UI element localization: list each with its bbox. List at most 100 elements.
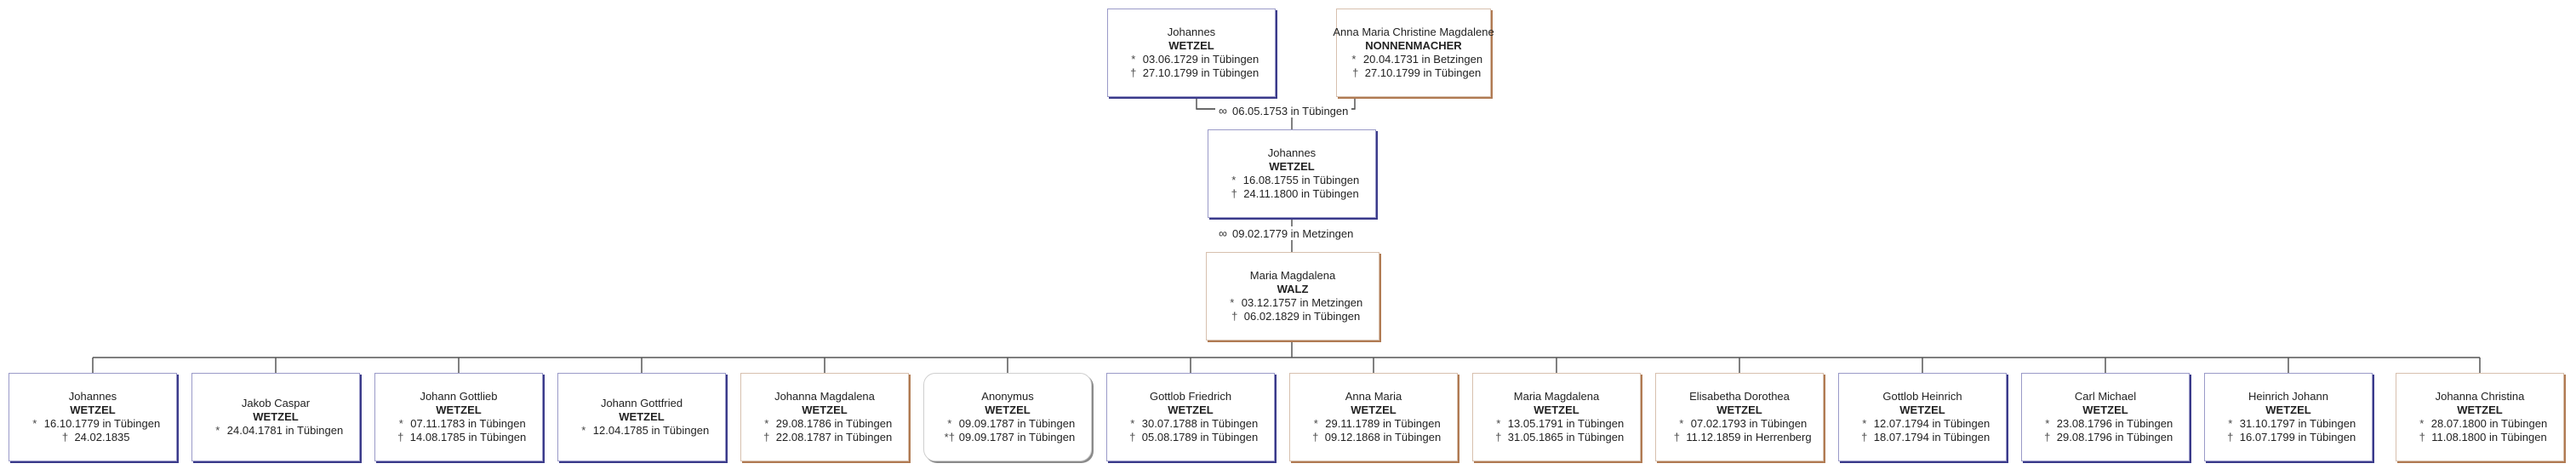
- birth-line: * 12.07.1794 in Tübingen: [1855, 417, 1990, 431]
- parents-marriage-label: ∞ 09.02.1779 in Metzingen: [1215, 226, 1357, 240]
- death-date: 24.02.1835: [74, 431, 130, 444]
- person-card-mother[interactable]: Maria Magdalena WALZ *03.12.1757 in Metz…: [1206, 252, 1379, 341]
- surname: WETZEL: [1168, 403, 1214, 416]
- person-card-child[interactable]: Johanna Christina WETZEL * 28.07.1800 in …: [2396, 373, 2564, 461]
- person-card-child[interactable]: Johannes WETZEL *16.10.1779 in Tübingen …: [9, 373, 177, 461]
- death-icon: †: [397, 431, 404, 444]
- person-card-child[interactable]: Heinrich Johann WETZEL *31.10.1797 in Tü…: [2204, 373, 2373, 461]
- death-icon: †: [1231, 187, 1237, 200]
- birth-icon: *: [32, 417, 37, 430]
- given-name: Johann Gottlieb: [420, 390, 498, 403]
- death-line: †18.07.1794 in Tübingen: [1855, 431, 1990, 444]
- death-line: †29.08.1796 in Tübingen: [2038, 431, 2173, 444]
- person-card-child[interactable]: Johanna Magdalena WETZEL * 29.08.1786 in …: [740, 373, 909, 461]
- birth-date: 09.09.1787 in Tübingen: [958, 417, 1076, 430]
- surname: WETZEL: [253, 410, 299, 423]
- death-date: 22.08.1787 in Tübingen: [775, 431, 893, 444]
- grandparents-marriage-label: ∞ 06.05.1753 in Tübingen: [1215, 104, 1352, 117]
- given-name: Maria Magdalena: [1513, 390, 1600, 403]
- surname: WETZEL: [70, 403, 116, 416]
- birth-date: 20.04.1731 in Betzingen: [1362, 53, 1483, 66]
- given-name: Anna Maria Christine Magdalene: [1333, 26, 1494, 38]
- marriage-date: 06.05.1753 in Tübingen: [1231, 104, 1349, 117]
- surname: WETZEL: [1716, 403, 1762, 416]
- birth-icon: *: [1862, 417, 1867, 430]
- surname: WETZEL: [802, 403, 848, 416]
- given-name: Johann Gottfried: [600, 397, 683, 409]
- person-card-grandmother[interactable]: Anna Maria Christine Magdalene NONNENMAC…: [1333, 9, 1494, 97]
- birth-icon: *: [1351, 53, 1357, 66]
- birth-line: * 28.07.1800 in Tübingen: [2413, 417, 2547, 431]
- surname: WETZEL: [2457, 403, 2503, 416]
- birth-icon: *: [2419, 417, 2425, 430]
- given-name: Johannes: [1167, 26, 1216, 38]
- person-card-child[interactable]: Jakob Caspar WETZEL * 24.04.1781 in Tübin…: [191, 373, 360, 461]
- birth-line: *31.10.1797 in Tübingen: [2221, 417, 2356, 431]
- person-card-child[interactable]: Carl Michael WETZEL *23.08.1796 in Tübin…: [2021, 373, 2190, 461]
- birth-date: 29.11.1789 in Tübingen: [1325, 417, 1441, 430]
- given-name: Johanna Christina: [2435, 390, 2525, 403]
- person-card-child[interactable]: Elisabetha Dorothea WETZEL *07.02.1793 i…: [1655, 373, 1824, 461]
- surname: WETZEL: [1269, 160, 1315, 173]
- death-icon: †: [1861, 431, 1868, 444]
- person-card-child[interactable]: Maria Magdalena WETZEL *13.05.1791 in Tü…: [1472, 373, 1641, 461]
- person-card-child[interactable]: Anonymus WETZEL *09.09.1787 in Tübingen …: [923, 373, 1092, 461]
- birth-line: *12.04.1785 in Tübingen: [574, 424, 709, 438]
- birth-line: *29.11.1789 in Tübingen: [1306, 417, 1441, 431]
- death-line: † 16.07.1799 in Tübingen: [2221, 431, 2356, 444]
- birth-date: 24.04.1781 in Tübingen: [226, 424, 344, 437]
- given-name: Johanna Magdalena: [774, 390, 875, 403]
- death-line: † 06.02.1829 in Tübingen: [1225, 310, 1360, 323]
- person-card-child[interactable]: Gottlob Friedrich WETZEL *30.07.1788 in …: [1106, 373, 1275, 461]
- birth-icon: *: [1131, 53, 1136, 66]
- birth-date: 07.11.1783 in Tübingen: [410, 417, 526, 430]
- death-date: 05.08.1789 in Tübingen: [1141, 431, 1259, 444]
- person-card-grandfather[interactable]: Johannes WETZEL *03.06.1729 in Tübingen …: [1107, 9, 1276, 97]
- death-date: 27.10.1799 in Tübingen: [1142, 66, 1259, 79]
- surname: WETZEL: [1168, 39, 1214, 52]
- surname: WETZEL: [1899, 403, 1945, 416]
- given-name: Jakob Caspar: [241, 397, 311, 409]
- surname: WETZEL: [985, 403, 1031, 416]
- death-icon: †: [2419, 431, 2425, 444]
- birth-date: 16.08.1755 in Tübingen: [1242, 174, 1360, 186]
- stillbirth-icon: *†: [944, 431, 955, 444]
- death-date: 29.08.1796 in Tübingen: [2056, 431, 2173, 444]
- birth-line: *03.12.1757 in Metzingen: [1223, 296, 1362, 310]
- death-line: †24.02.1835: [55, 431, 130, 444]
- birth-date: 13.05.1791 in Tübingen: [1507, 417, 1625, 430]
- surname: WETZEL: [2265, 403, 2311, 416]
- person-card-child[interactable]: Anna Maria WETZEL *29.11.1789 in Tübinge…: [1289, 373, 1458, 461]
- death-date: 24.11.1800 in Tübingen: [1243, 187, 1359, 200]
- stillbirth-line: *†09.09.1787 in Tübingen: [940, 431, 1076, 444]
- person-card-father[interactable]: Johannes WETZEL *16.08.1755 in Tübingen …: [1208, 129, 1376, 218]
- surname: NONNENMACHER: [1365, 39, 1462, 52]
- death-line: †27.10.1799 in Tübingen: [1346, 66, 1481, 80]
- person-card-child[interactable]: Johann Gottlieb WETZEL *07.11.1783 in Tü…: [374, 373, 543, 461]
- birth-icon: *: [215, 424, 220, 437]
- given-name: Elisabetha Dorothea: [1689, 390, 1790, 403]
- death-date: 11.08.1800 in Tübingen: [2431, 431, 2547, 444]
- death-icon: †: [2227, 431, 2234, 444]
- birth-date: 28.07.1800 in Tübingen: [2430, 417, 2548, 430]
- birth-line: *23.08.1796 in Tübingen: [2038, 417, 2173, 431]
- birth-date: 12.07.1794 in Tübingen: [1873, 417, 1991, 430]
- death-date: 14.08.1785 in Tübingen: [409, 431, 527, 444]
- death-icon: †: [1231, 310, 1238, 323]
- birth-icon: *: [764, 417, 769, 430]
- death-icon: †: [1495, 431, 1502, 444]
- birth-date: 31.10.1797 in Tübingen: [2239, 417, 2356, 430]
- birth-line: * 20.04.1731 in Betzingen: [1345, 53, 1482, 66]
- person-card-child[interactable]: Gottlob Heinrich WETZEL * 12.07.1794 in T…: [1838, 373, 2007, 461]
- birth-line: * 24.04.1781 in Tübingen: [208, 424, 343, 438]
- given-name: Gottlob Friedrich: [1149, 390, 1232, 403]
- surname: WETZEL: [1534, 403, 1579, 416]
- birth-icon: *: [947, 417, 952, 430]
- birth-line: *16.10.1779 in Tübingen: [26, 417, 160, 431]
- person-card-child[interactable]: Johann Gottfried WETZEL *12.04.1785 in T…: [557, 373, 726, 461]
- death-date: 06.02.1829 in Tübingen: [1243, 310, 1361, 323]
- death-date: 16.07.1799 in Tübingen: [2239, 431, 2356, 444]
- marriage-rings-icon: ∞: [1219, 104, 1227, 117]
- birth-date: 29.08.1786 in Tübingen: [775, 417, 893, 430]
- given-name: Gottlob Heinrich: [1882, 390, 1962, 403]
